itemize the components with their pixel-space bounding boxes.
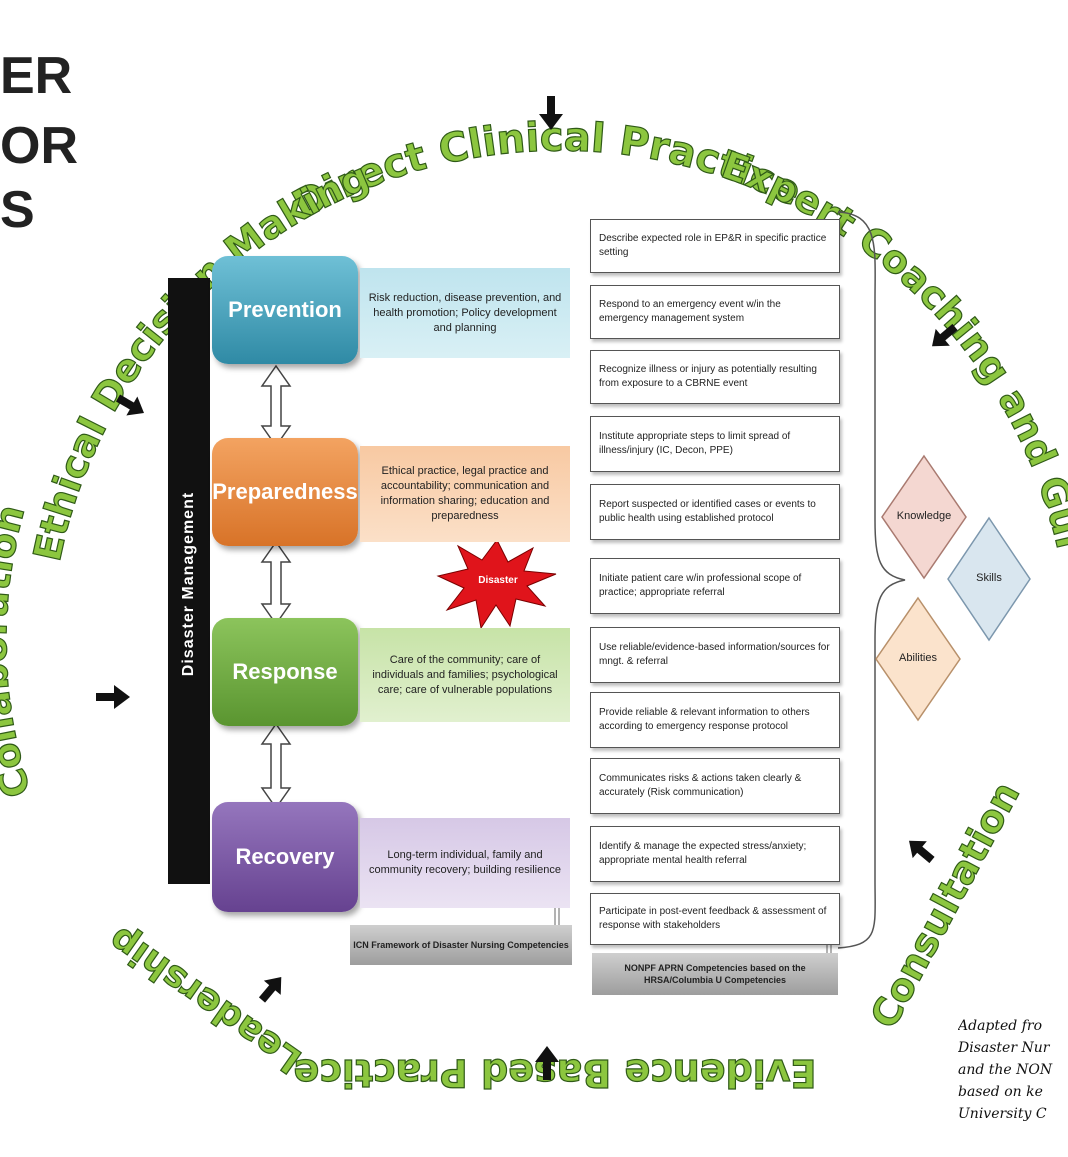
page-title: ER OR S [0, 48, 78, 238]
phase-prevention: Prevention [212, 256, 358, 364]
competency-item: Provide reliable & relevant information … [590, 692, 840, 748]
ring-label-consultation: Consultation [862, 775, 1029, 1036]
competency-item: Institute appropriate steps to limit spr… [590, 416, 840, 472]
double-arrow-icon [260, 722, 292, 810]
arrow-icon [539, 96, 563, 130]
competency-item: Participate in post-event feedback & ass… [590, 893, 840, 945]
ksa-diagram [875, 454, 1031, 722]
abilities-diamond [875, 596, 961, 722]
ksa-label-knowledge: Knowledge [896, 510, 952, 522]
caption-line: and the NON [958, 1062, 1053, 1078]
phase-desc-recovery: Long-term individual, family and communi… [360, 818, 570, 908]
phase-connectors [260, 364, 292, 810]
title-line: ER [0, 47, 73, 105]
knowledge-diamond [881, 454, 967, 580]
caption-line: Disaster Nur [958, 1040, 1050, 1056]
competency-item: Report suspected or identified cases or … [590, 484, 840, 540]
brace [837, 211, 906, 949]
nonpf-competencies-label: NONPF APRN Competencies based on the HRS… [592, 953, 838, 995]
title-line: OR [0, 117, 78, 175]
competency-item: Identify & manage the expected stress/an… [590, 826, 840, 882]
icn-framework-label: ICN Framework of Disaster Nursing Compet… [350, 925, 572, 965]
double-arrow-icon [260, 364, 292, 448]
arrow-icon [909, 840, 935, 864]
caption-line: based on ke [958, 1084, 1043, 1100]
source-caption: Adapted fro Disaster Nur and the NON bas… [958, 1018, 1068, 1122]
caption-line: Adapted fro [958, 1018, 1043, 1034]
disaster-burst-icon [436, 539, 557, 630]
arrow-icon [258, 977, 282, 1003]
phase-preparedness: Preparedness [212, 438, 358, 546]
skills-diamond [947, 516, 1031, 642]
disaster-management-bar [168, 278, 210, 884]
arrow-icon [116, 394, 144, 416]
arrow-icon [535, 1046, 559, 1080]
inward-arrows [96, 96, 958, 1080]
phase-desc-response: Care of the community; care of individua… [360, 628, 570, 722]
caption-line: University C [958, 1106, 1047, 1122]
phase-desc-prevention: Risk reduction, disease prevention, and … [360, 268, 570, 358]
arrow-icon [932, 323, 958, 347]
arrow-icon [96, 685, 130, 709]
phase-recovery: Recovery [212, 802, 358, 912]
phase-response: Response [212, 618, 358, 726]
competency-item: Recognize illness or injury as potential… [590, 350, 840, 404]
competency-item: Initiate patient care w/in professional … [590, 558, 840, 614]
double-arrow-icon [260, 540, 292, 626]
title-line: S [0, 181, 35, 239]
ksa-label-abilities: Abilities [899, 652, 937, 664]
disaster-management-label: Disaster Management [180, 491, 197, 677]
disaster-burst-label: Disaster [478, 575, 518, 586]
competency-item: Use reliable/evidence-based information/… [590, 627, 840, 683]
competency-item: Communicates risks & actions taken clear… [590, 758, 840, 814]
competency-item: Respond to an emergency event w/in the e… [590, 285, 840, 339]
phase-desc-preparedness: Ethical practice, legal practice and acc… [360, 446, 570, 542]
competency-item: Describe expected role in EP&R in specif… [590, 219, 840, 273]
ksa-label-skills: Skills [976, 572, 1002, 584]
ring-label-leadership: Leadership [101, 918, 309, 1081]
